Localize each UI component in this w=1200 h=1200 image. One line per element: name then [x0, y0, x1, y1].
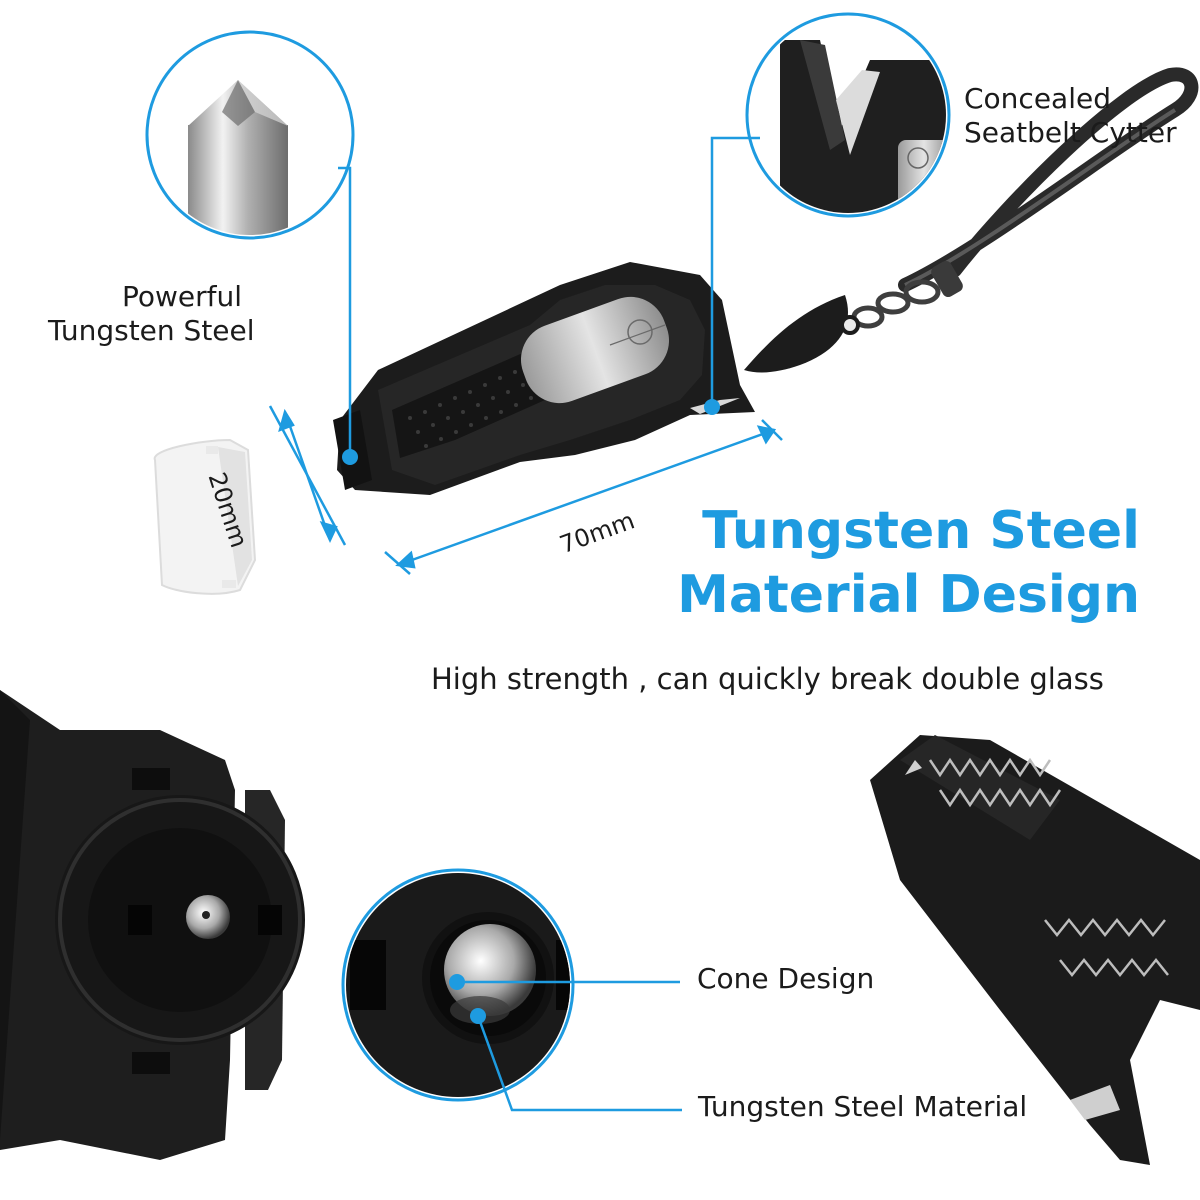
cone-zoom-circle: [341, 868, 575, 1102]
callout-lines-top: [338, 136, 760, 455]
cutter-label-line2: Seatbelt Cytter: [964, 116, 1177, 149]
material-callout-dot: [470, 1008, 486, 1024]
callout-lines-bottom: [457, 980, 682, 1112]
tip-label-line1: Powerful: [122, 280, 243, 313]
cutter-label-line1: Concealed: [964, 82, 1111, 115]
protective-cap: [153, 438, 257, 595]
cone-callout-dot: [449, 974, 465, 990]
hammer-body: [333, 262, 755, 495]
headline-line2: Material Design: [677, 565, 1140, 625]
cutter-zoom-circle: [745, 12, 951, 218]
subtitle: High strength , can quickly break double…: [431, 662, 1104, 696]
cutaway-internals-photo: [870, 735, 1200, 1165]
cone-label: Cone Design: [697, 962, 875, 995]
headline-line1: Tungsten Steel: [702, 501, 1140, 561]
tip-zoom-circle: [145, 30, 355, 240]
lanyard: [744, 67, 1199, 373]
material-label: Tungsten Steel Material: [698, 1090, 1028, 1123]
cutter-callout-dot: [704, 399, 720, 415]
dimension-70mm-arrow: [384, 419, 783, 575]
dimension-20mm-arrow: [268, 405, 347, 546]
end-view-photo: [0, 690, 305, 1160]
tip-callout-dot: [342, 449, 358, 465]
tip-label-line2: Tungsten Steel: [48, 314, 255, 347]
